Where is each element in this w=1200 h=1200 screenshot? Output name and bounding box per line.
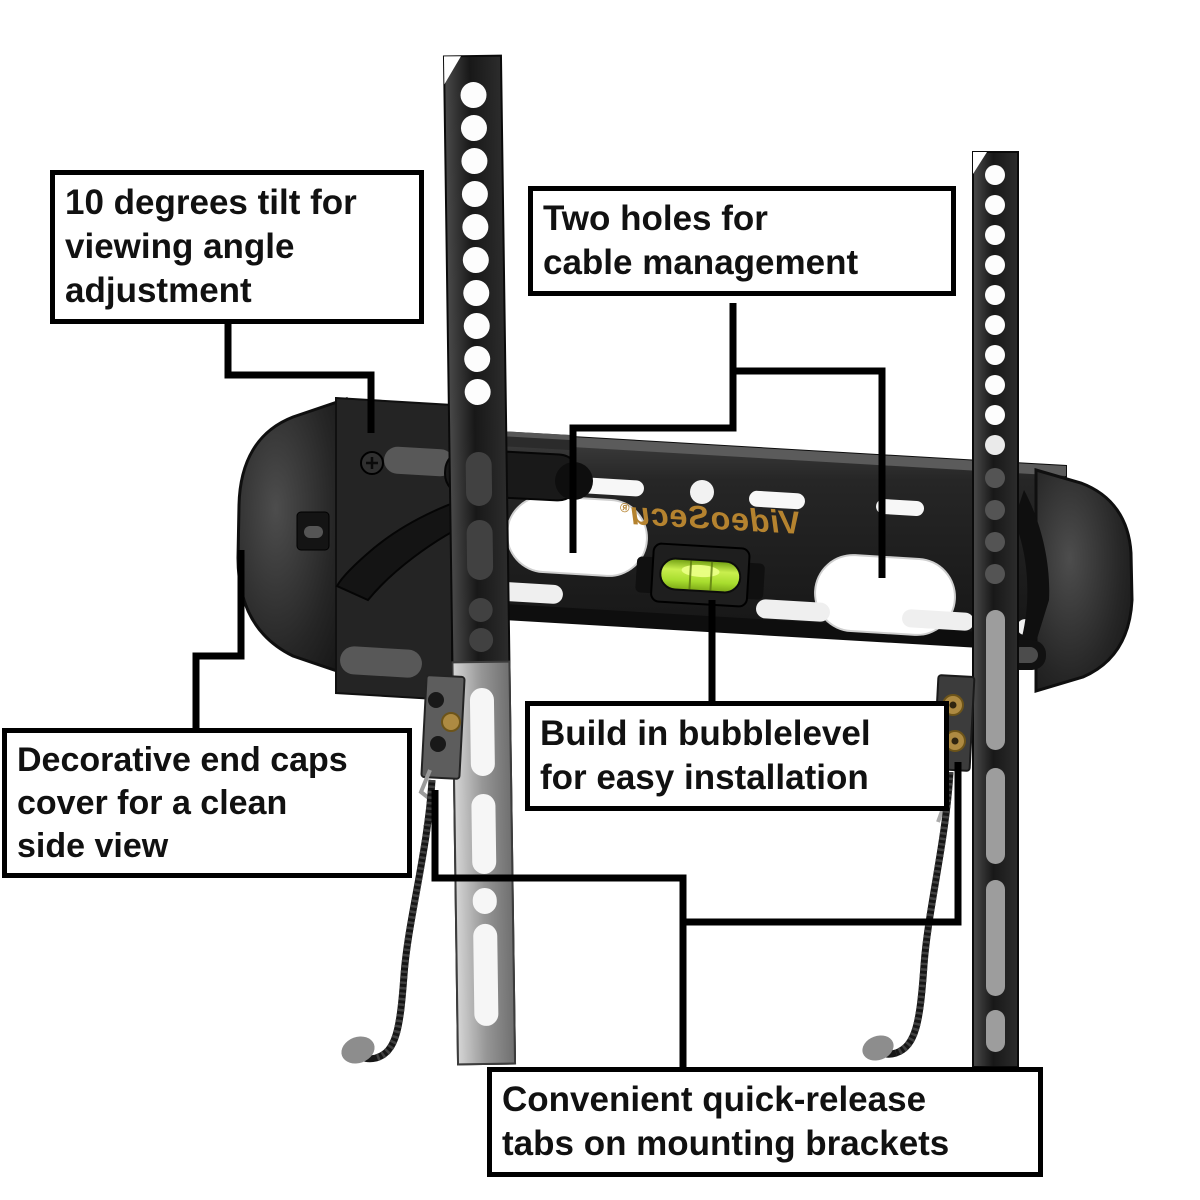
left-tv-rail (442, 54, 517, 1066)
leader-end-caps (192, 550, 245, 731)
leader-lines (192, 303, 962, 1070)
end-cap-port-slot (304, 526, 323, 538)
tilt-lever-right (1014, 490, 1050, 642)
screw-cross (366, 457, 378, 469)
decorative-end-cap-left (236, 396, 348, 677)
right-rail-holes (985, 165, 1005, 584)
bracket-slot-bottom (340, 646, 422, 678)
plate-center-hole (690, 480, 714, 504)
bubble-level (635, 542, 765, 608)
right-rail-lower-slots (986, 610, 1005, 1052)
brand-name: VideoSecu (628, 495, 802, 541)
left-rail-holes (460, 82, 491, 405)
cord-tip-left (341, 1036, 375, 1064)
callout-cable-management: Two holes for cable management (528, 186, 956, 297)
brass-grommet (441, 712, 461, 732)
rail-top-bevel (443, 56, 461, 85)
callout-quick-release: Convenient quick-release tabs on mountin… (487, 1067, 1043, 1178)
quick-release-left (341, 674, 466, 1064)
rail-top-bevel-right (973, 152, 987, 174)
cord-coil-texture (894, 771, 954, 1057)
callout-bubble-level: Build in bubblelevel for easy installati… (525, 701, 949, 812)
leader-tilt (224, 313, 375, 433)
tab-screw (430, 736, 446, 752)
callout-tilt: 10 degrees tilt for viewing angle adjust… (50, 170, 424, 325)
left-rail-lower-slots (469, 687, 499, 1026)
callout-end-caps: Decorative end caps cover for a clean si… (2, 728, 412, 879)
cord-coil-texture (374, 779, 436, 1062)
leader-cable-holes (569, 303, 886, 578)
cord-tip-right (862, 1035, 894, 1061)
bracket-slot-top (384, 446, 454, 477)
grommet-center (951, 737, 959, 745)
vial-marks (688, 560, 714, 591)
tab-screw (428, 692, 444, 708)
right-tv-rail (972, 151, 1019, 1068)
left-rail-midslots (465, 451, 494, 652)
leader-quick-release (431, 762, 962, 1070)
plate-bottom-shadow (332, 594, 1066, 652)
registered-mark: ® (618, 499, 631, 516)
grommet-center (949, 701, 957, 709)
decorative-end-cap-right (1034, 468, 1134, 694)
